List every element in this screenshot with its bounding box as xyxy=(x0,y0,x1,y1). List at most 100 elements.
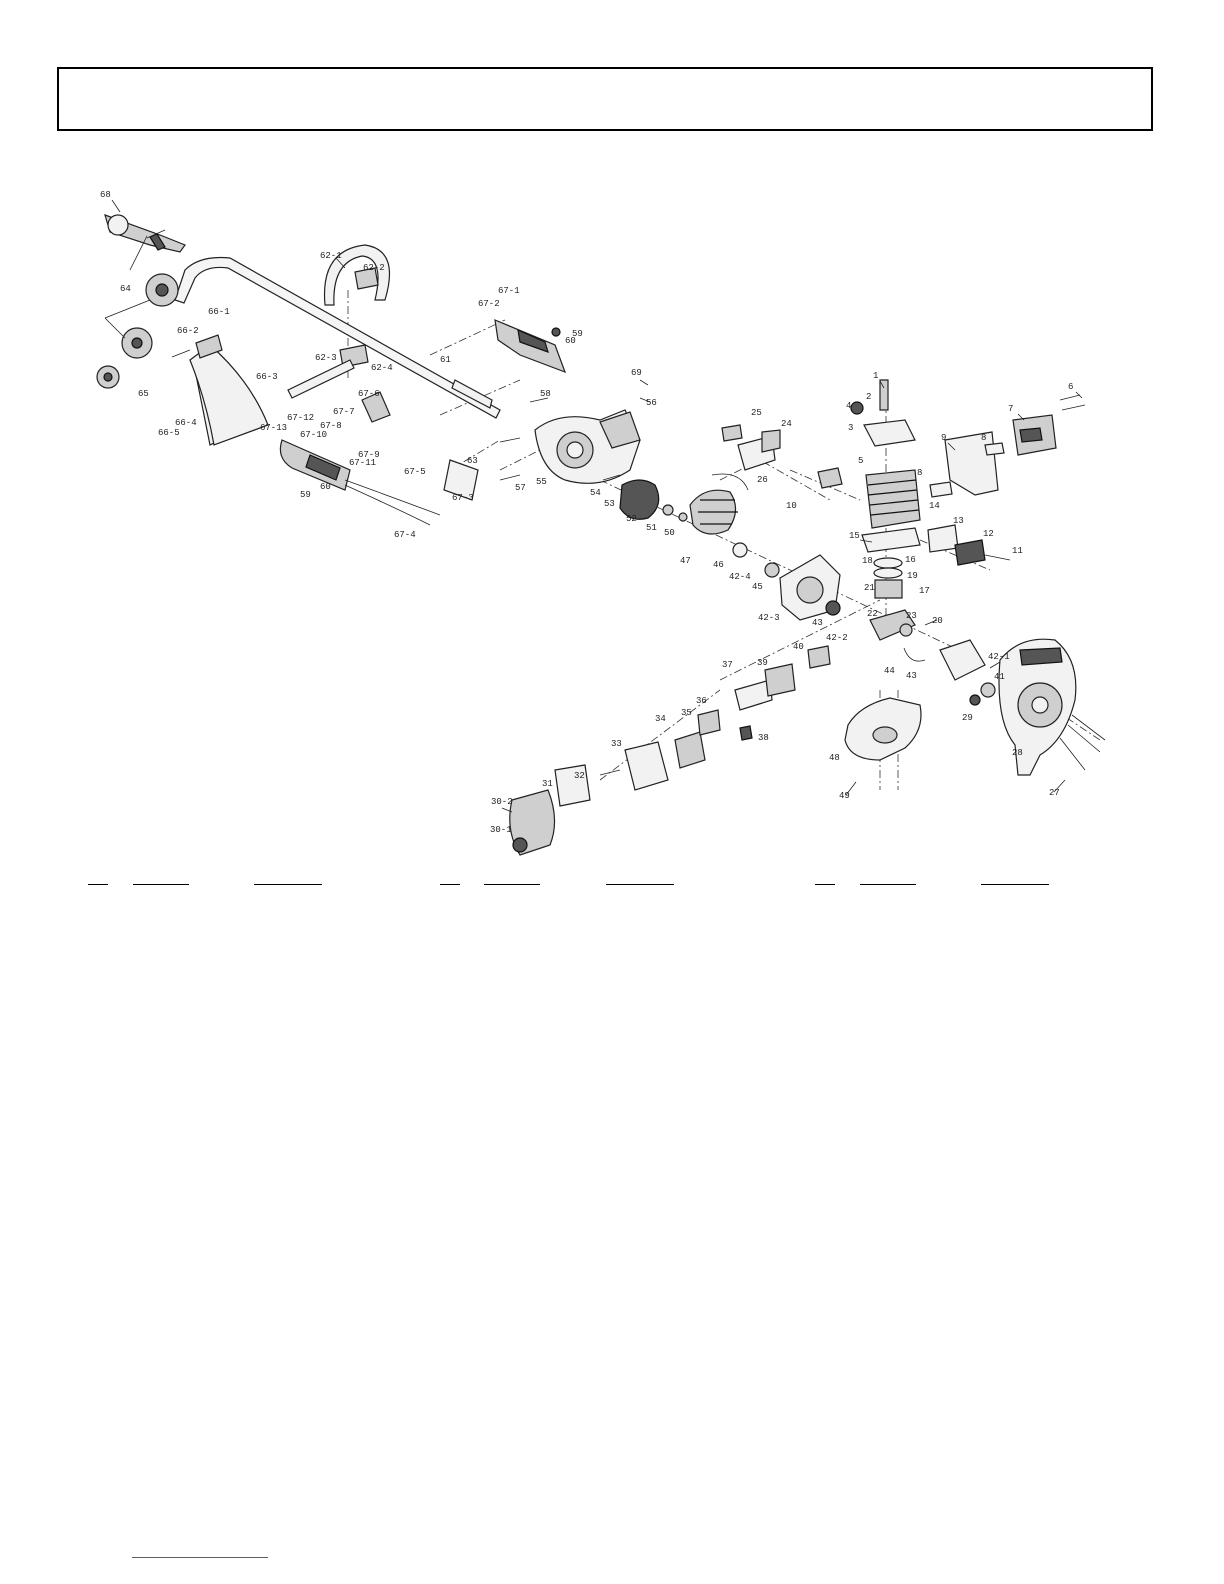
label-68: 68 xyxy=(100,190,111,200)
rear-handle xyxy=(494,319,567,374)
label-33: 33 xyxy=(611,739,622,749)
crankcase xyxy=(779,554,926,662)
label-3: 3 xyxy=(848,423,853,433)
label-2: 2 xyxy=(866,392,871,402)
cylinder-group xyxy=(817,379,921,599)
fan-housing xyxy=(534,409,641,484)
label-67-13: 67-13 xyxy=(260,423,287,433)
label-50: 50 xyxy=(664,528,675,538)
carburetor xyxy=(674,645,831,769)
drive-shaft xyxy=(174,256,501,419)
label-30-2: 30-2 xyxy=(491,797,513,807)
label-10: 10 xyxy=(786,501,797,511)
label-14: 14 xyxy=(929,501,940,511)
label-44: 44 xyxy=(884,666,895,676)
fuel-tank xyxy=(844,697,922,761)
table-rule-no-3 xyxy=(815,884,835,885)
throttle-handle xyxy=(279,391,479,526)
label-43a: 43 xyxy=(812,618,823,628)
callout-leaders xyxy=(111,199,1083,813)
label-59: 59 xyxy=(572,329,583,339)
title-box xyxy=(57,67,1153,131)
label-29: 29 xyxy=(962,713,973,723)
label-8a: 8 xyxy=(981,433,986,443)
label-67-9: 67-9 xyxy=(358,450,380,460)
label-16: 16 xyxy=(905,555,916,565)
label-11: 11 xyxy=(1012,546,1023,556)
label-62-3: 62-3 xyxy=(315,353,337,363)
label-34: 34 xyxy=(655,714,666,724)
label-28: 28 xyxy=(1012,748,1023,758)
trimmer-head xyxy=(96,273,179,389)
label-67-1: 67-1 xyxy=(498,286,520,296)
label-67-10: 67-10 xyxy=(300,430,327,440)
label-6: 6 xyxy=(1068,382,1073,392)
label-65: 65 xyxy=(138,389,149,399)
label-30-1: 30-1 xyxy=(490,825,512,835)
label-32: 32 xyxy=(574,771,585,781)
label-63: 63 xyxy=(467,456,478,466)
label-51: 51 xyxy=(646,523,657,533)
label-67-7: 67-7 xyxy=(333,407,355,417)
label-9: 9 xyxy=(941,433,946,443)
label-41: 41 xyxy=(994,672,1005,682)
label-54: 54 xyxy=(590,488,601,498)
label-56: 56 xyxy=(646,398,657,408)
label-5: 5 xyxy=(858,456,863,466)
label-57: 57 xyxy=(515,483,526,493)
label-67-2: 67-2 xyxy=(478,299,500,309)
label-42-2: 42-2 xyxy=(826,633,848,643)
label-36: 36 xyxy=(696,696,707,706)
table-rule-desc-1 xyxy=(254,884,322,885)
label-12: 12 xyxy=(983,529,994,539)
harness-hanger xyxy=(104,214,186,271)
label-43b: 43 xyxy=(906,671,917,681)
label-69: 69 xyxy=(631,368,642,378)
label-7: 7 xyxy=(1008,404,1013,414)
label-62-2: 62-2 xyxy=(363,263,385,273)
air-filter xyxy=(509,741,669,856)
label-66-2: 66-2 xyxy=(177,326,199,336)
grass-guard xyxy=(189,334,269,446)
clutch-flywheel xyxy=(619,479,780,578)
label-53: 53 xyxy=(604,499,615,509)
label-48: 48 xyxy=(829,753,840,763)
assembly-axes xyxy=(347,290,1101,790)
label-17: 17 xyxy=(919,586,930,596)
label-35: 35 xyxy=(681,708,692,718)
table-rule-part-1 xyxy=(133,884,189,885)
intake-block xyxy=(927,524,1011,566)
label-20: 20 xyxy=(932,616,943,626)
label-61: 61 xyxy=(440,355,451,365)
label-15: 15 xyxy=(849,531,860,541)
label-55: 55 xyxy=(536,477,547,487)
label-4: 4 xyxy=(846,401,851,411)
table-rule-part-3 xyxy=(860,884,916,885)
screws xyxy=(146,229,1106,776)
footer-link-underline[interactable] xyxy=(132,1557,268,1558)
label-42-4: 42-4 xyxy=(729,572,751,582)
label-67-8: 67-8 xyxy=(320,421,342,431)
label-66-1: 66-1 xyxy=(208,307,230,317)
label-59b: 59 xyxy=(300,490,311,500)
label-52: 52 xyxy=(626,514,637,524)
label-62-1: 62-1 xyxy=(320,251,342,261)
label-62-4: 62-4 xyxy=(371,363,393,373)
label-49: 49 xyxy=(839,791,850,801)
label-25: 25 xyxy=(751,408,762,418)
exploded-parts-diagram: 68 62-1 62-2 64 66-1 66-2 66-3 66-4 66-5… xyxy=(96,190,1106,856)
label-60: 60 xyxy=(565,336,576,346)
table-rule-part-2 xyxy=(484,884,540,885)
label-66-5: 66-5 xyxy=(158,428,180,438)
label-22: 22 xyxy=(867,609,878,619)
part-callouts: 68 62-1 62-2 64 66-1 66-2 66-3 66-4 66-5… xyxy=(100,190,1073,835)
label-67-4: 67-4 xyxy=(394,530,416,540)
label-67-3: 67-3 xyxy=(452,493,474,503)
loop-handle xyxy=(287,244,391,399)
label-23: 23 xyxy=(906,611,917,621)
label-31: 31 xyxy=(542,779,553,789)
label-21: 21 xyxy=(864,583,875,593)
table-rule-desc-3 xyxy=(981,884,1049,885)
label-64: 64 xyxy=(120,284,131,294)
label-42-1: 42-1 xyxy=(988,652,1010,662)
